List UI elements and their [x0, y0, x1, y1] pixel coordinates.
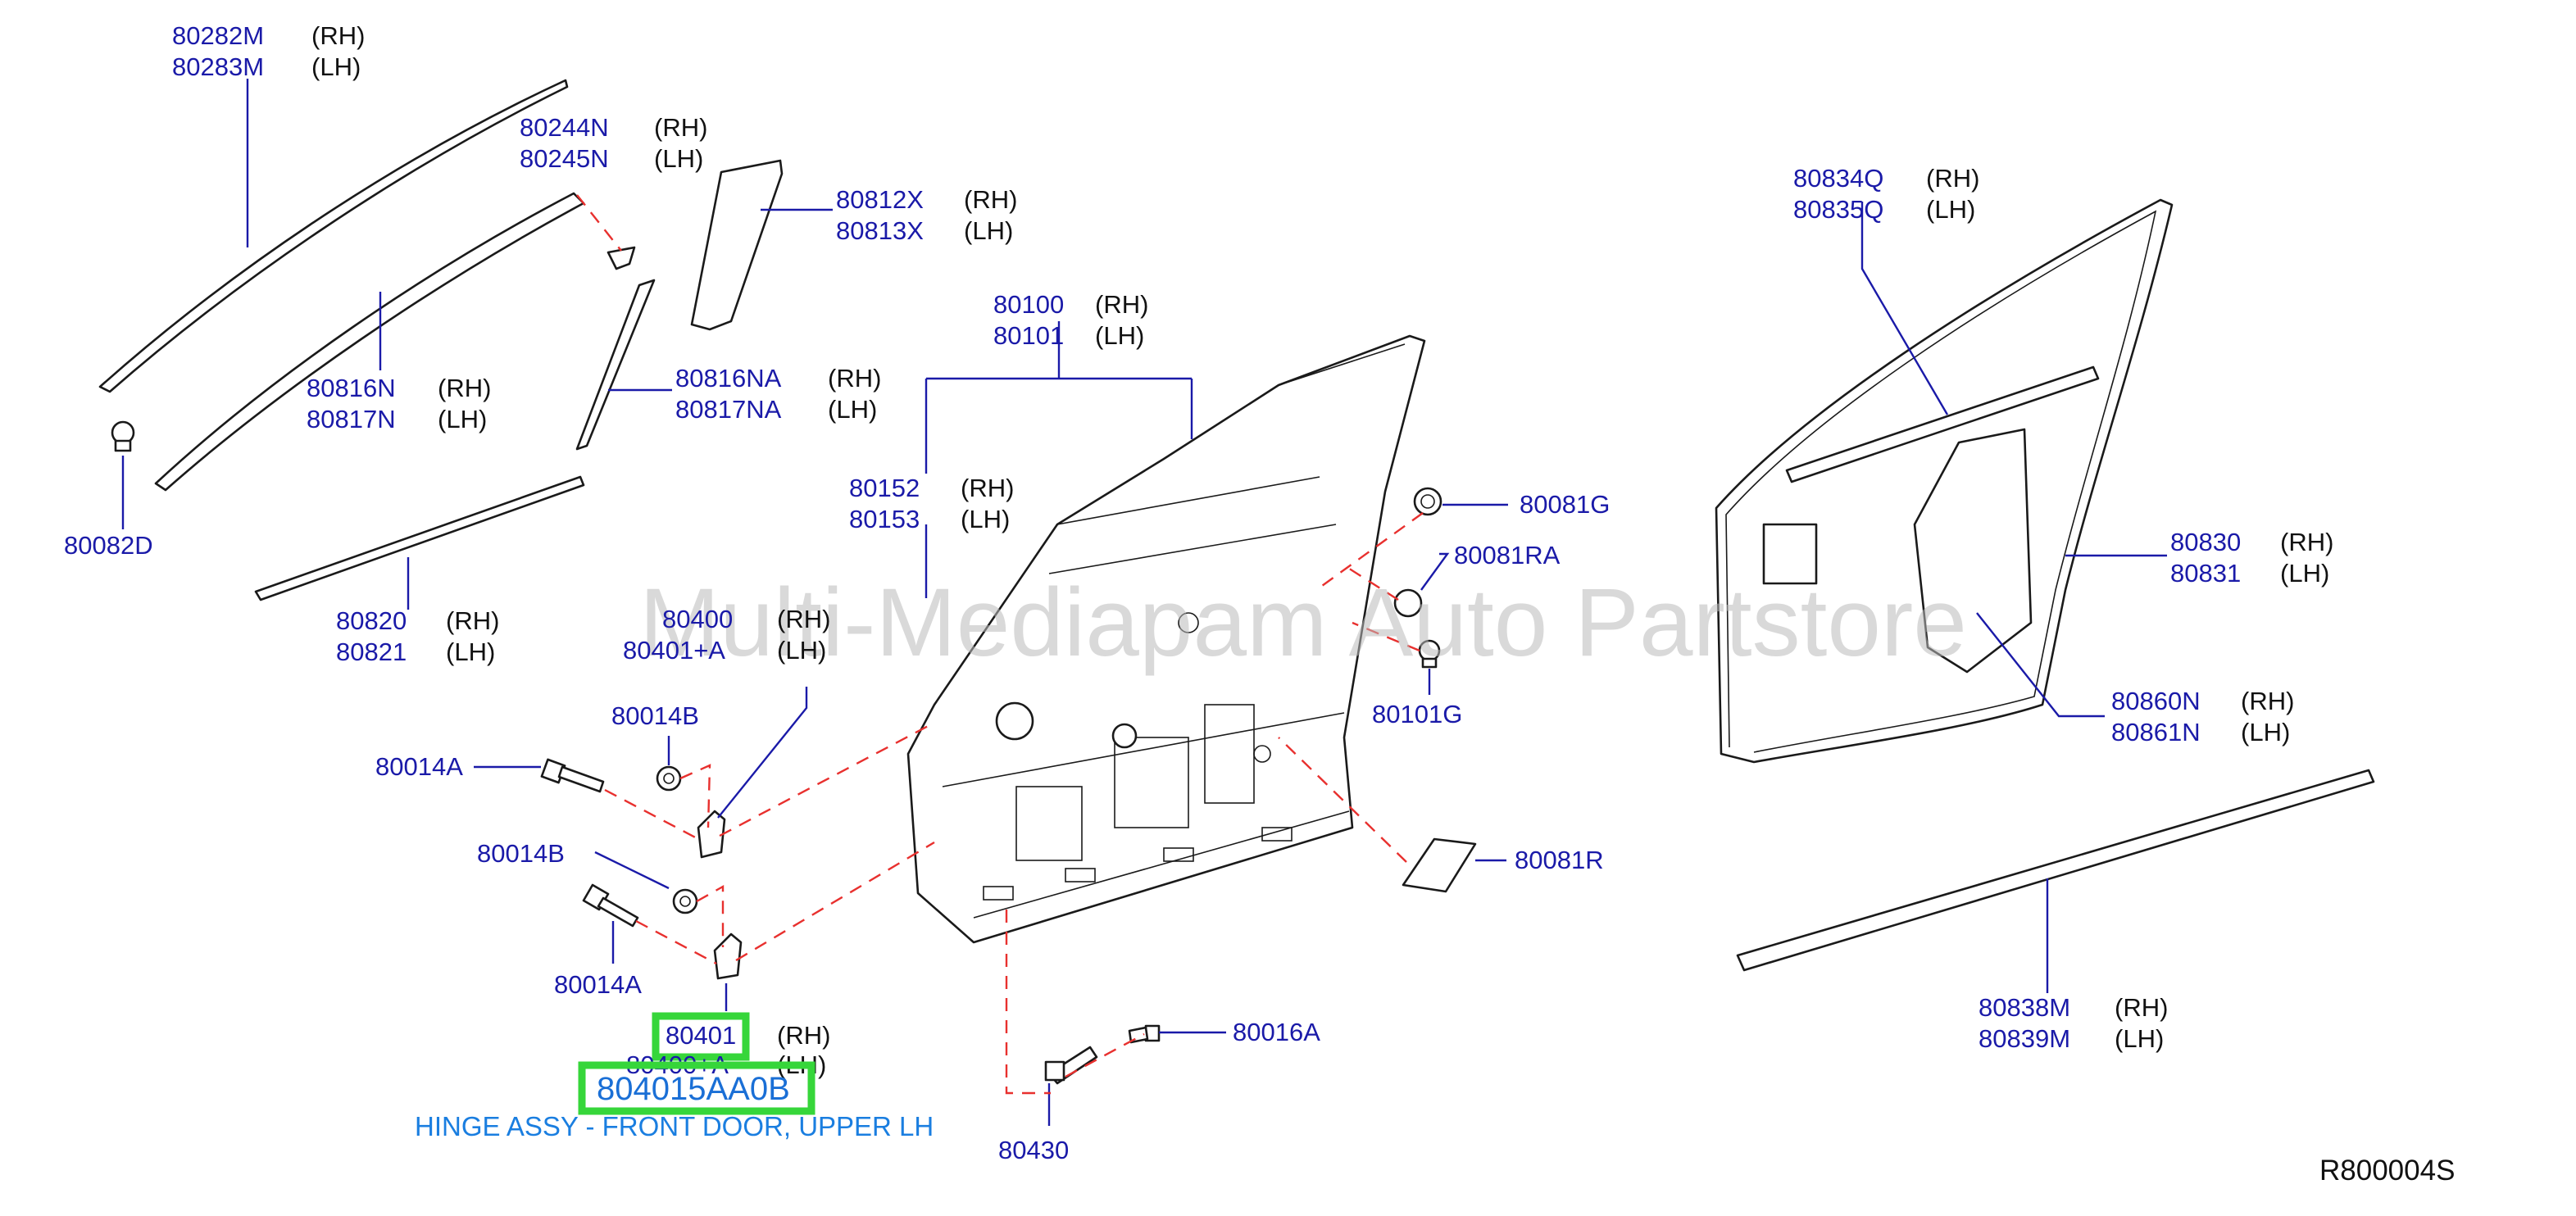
part-number[interactable]: 80812X — [836, 185, 924, 214]
part-number[interactable]: 80014A — [554, 970, 642, 999]
sash-moulding — [575, 279, 656, 451]
part-number[interactable]: 80014B — [611, 701, 699, 730]
part-number[interactable]: 80839M — [1979, 1024, 2070, 1053]
side-label: (LH) — [828, 395, 877, 424]
part-number[interactable]: 80430 — [998, 1136, 1069, 1164]
side-label: (LH) — [438, 405, 487, 433]
part-number[interactable]: 80821 — [336, 637, 407, 666]
side-label: (RH) — [2115, 993, 2168, 1022]
part-number[interactable]: 80401+A — [623, 636, 725, 665]
corner-garnish — [690, 159, 784, 331]
part-number[interactable]: 80820 — [336, 606, 407, 635]
side-label: (LH) — [961, 505, 1010, 533]
part-number[interactable]: 80244N — [520, 113, 609, 142]
drip-moulding — [154, 192, 585, 492]
nut-upper — [656, 765, 682, 792]
highlight-box-part — [652, 1012, 750, 1061]
lower-hinge — [713, 932, 743, 980]
part-number[interactable]: 80282M — [172, 21, 264, 50]
side-label: (LH) — [311, 52, 361, 81]
side-label: (RH) — [446, 606, 499, 635]
sill-moulding — [1736, 769, 2375, 972]
side-label: (RH) — [2241, 687, 2294, 715]
side-label: (LH) — [654, 144, 703, 173]
side-label: (LH) — [2115, 1024, 2164, 1053]
part-number[interactable]: 80831 — [2170, 559, 2241, 588]
part-number[interactable]: 80283M — [172, 52, 264, 81]
reference-code: R800004S — [2319, 1155, 2455, 1187]
part-number[interactable]: 80817NA — [675, 395, 782, 424]
part-number[interactable]: 80153 — [849, 505, 920, 533]
clip-80244n — [607, 246, 636, 270]
watermark: Multi-Mediapam Auto Partstore — [639, 569, 1967, 677]
door-check-link — [1044, 1046, 1098, 1085]
upper-hinge — [697, 810, 726, 859]
front-door-panel — [906, 334, 1426, 944]
part-number[interactable]: 80817N — [307, 405, 396, 433]
highlight-box-number — [578, 1061, 816, 1115]
highlight-part-number[interactable]: 804015AA0B — [597, 1071, 790, 1107]
side-label: (RH) — [2280, 528, 2333, 556]
part-number[interactable]: 80835Q — [1793, 195, 1883, 224]
side-label: (LH) — [1926, 195, 1975, 224]
part-number[interactable]: 80400 — [662, 605, 733, 633]
waist-moulding — [254, 475, 585, 601]
bolt-upper — [540, 758, 605, 793]
part-number[interactable]: 80834Q — [1793, 164, 1883, 193]
side-label: (RH) — [311, 21, 365, 50]
part-number[interactable]: 80100 — [993, 290, 1064, 319]
grommet-80081g — [1413, 487, 1442, 516]
part-number[interactable]: 80861N — [2111, 718, 2201, 746]
sealing-screen-80860n — [1762, 428, 2033, 674]
callout-labels: 80282M (RH) 80283M (LH) 80244N (RH) 8024… — [64, 21, 2333, 1164]
part-number[interactable]: 80016A — [1233, 1018, 1320, 1046]
part-number[interactable]: 80860N — [2111, 687, 2201, 715]
roof-moulding — [98, 79, 569, 393]
inner-seal — [1785, 365, 2100, 483]
side-label: (LH) — [1095, 321, 1144, 350]
side-label: (RH) — [777, 605, 830, 633]
side-label: (RH) — [828, 364, 881, 392]
side-label: (RH) — [964, 185, 1017, 214]
part-number[interactable]: 80830 — [2170, 528, 2241, 556]
part-number[interactable]: 80245N — [520, 144, 609, 173]
highlight-callout: 804015AA0B HINGE ASSY - FRONT DOOR, UPPE… — [415, 1061, 934, 1141]
part-number[interactable]: 80838M — [1979, 993, 2070, 1022]
part-number[interactable]: 80101 — [993, 321, 1064, 350]
side-label: (RH) — [654, 113, 707, 142]
part-number[interactable]: 80082D — [64, 531, 153, 560]
part-number[interactable]: 80081RA — [1454, 541, 1561, 569]
part-number[interactable]: 80081R — [1515, 846, 1604, 874]
side-label: (RH) — [961, 474, 1014, 502]
part-number[interactable]: 80816N — [307, 374, 396, 402]
leader-lines — [121, 79, 2167, 1126]
highlighted-part-number[interactable]: 80401 — [666, 1021, 736, 1050]
side-label: (LH) — [964, 216, 1013, 245]
part-number[interactable]: 80816NA — [675, 364, 782, 392]
bolt-lower — [582, 883, 639, 928]
plug-80081ra — [1393, 588, 1423, 618]
clip-80082d — [111, 420, 135, 452]
nut-lower — [672, 888, 698, 914]
part-number[interactable]: 80101G — [1372, 700, 1462, 728]
part-number[interactable]: 80081G — [1520, 490, 1610, 519]
side-label: (RH) — [1095, 290, 1148, 319]
side-label: (RH) — [1926, 164, 1979, 193]
side-label: (LH) — [2241, 718, 2290, 746]
side-label: (LH) — [2280, 559, 2329, 588]
highlight-description: HINGE ASSY - FRONT DOOR, UPPER LH — [415, 1111, 934, 1141]
part-number[interactable]: 80014B — [477, 839, 565, 868]
side-label: (LH) — [777, 636, 826, 665]
part-number[interactable]: 80813X — [836, 216, 924, 245]
sealing-screen — [1402, 837, 1477, 893]
side-label: (LH) — [446, 637, 495, 666]
side-label: (RH) — [438, 374, 491, 402]
part-drawings — [98, 79, 2375, 1085]
part-number[interactable]: 80152 — [849, 474, 920, 502]
part-number[interactable]: 80014A — [375, 752, 463, 781]
side-label: (RH) — [777, 1021, 830, 1050]
